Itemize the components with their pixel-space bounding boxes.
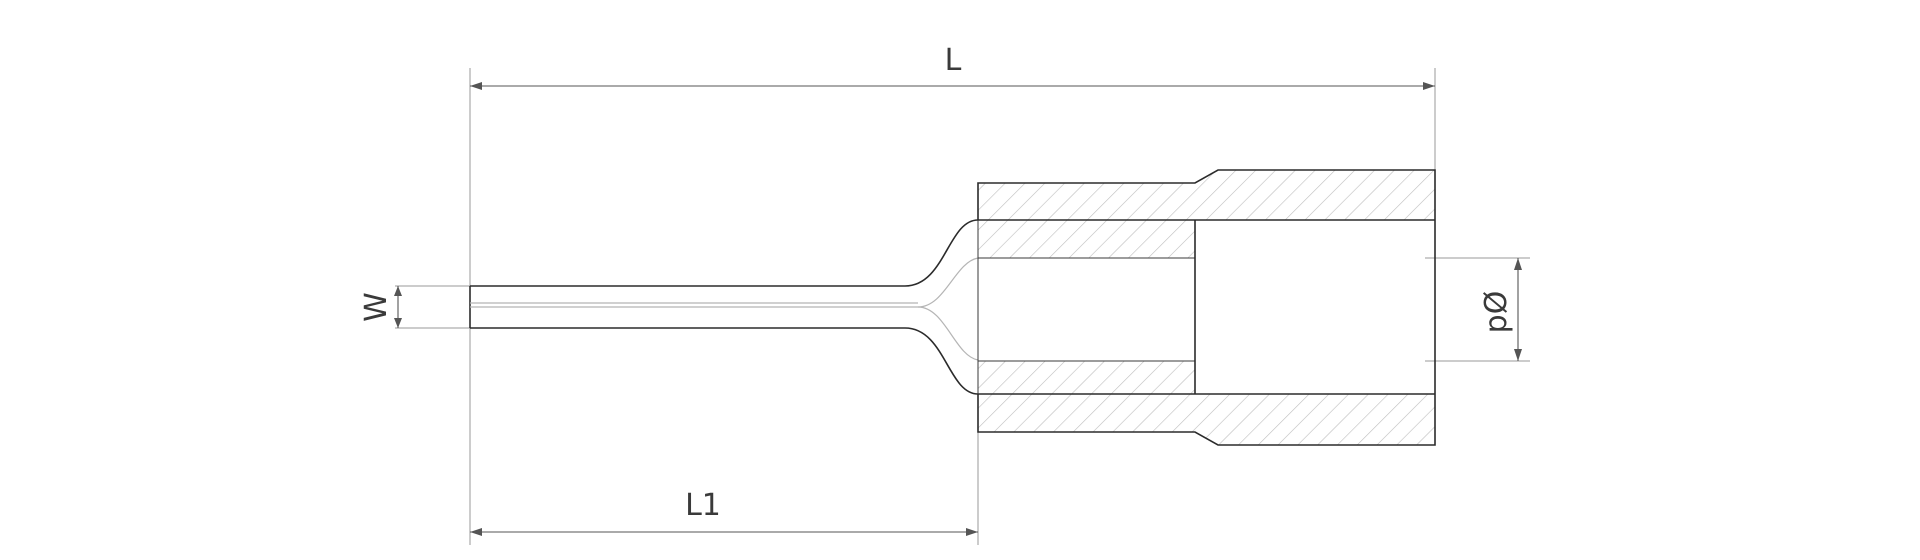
dimension-inner-diameter: pØ [1479,258,1522,361]
sleeve-section-bottom [978,361,1435,445]
label-l: L [945,43,962,78]
sleeve-section-top [978,170,1435,258]
dimension-w: W [359,286,402,328]
dimension-l: L [470,43,1435,90]
label-w: W [359,292,394,322]
dimension-l1: L1 [470,488,978,536]
sleeve-outline [977,169,1436,446]
label-inner-diameter: pØ [1479,291,1514,334]
pin-body [469,219,979,395]
label-l1: L1 [685,488,721,523]
